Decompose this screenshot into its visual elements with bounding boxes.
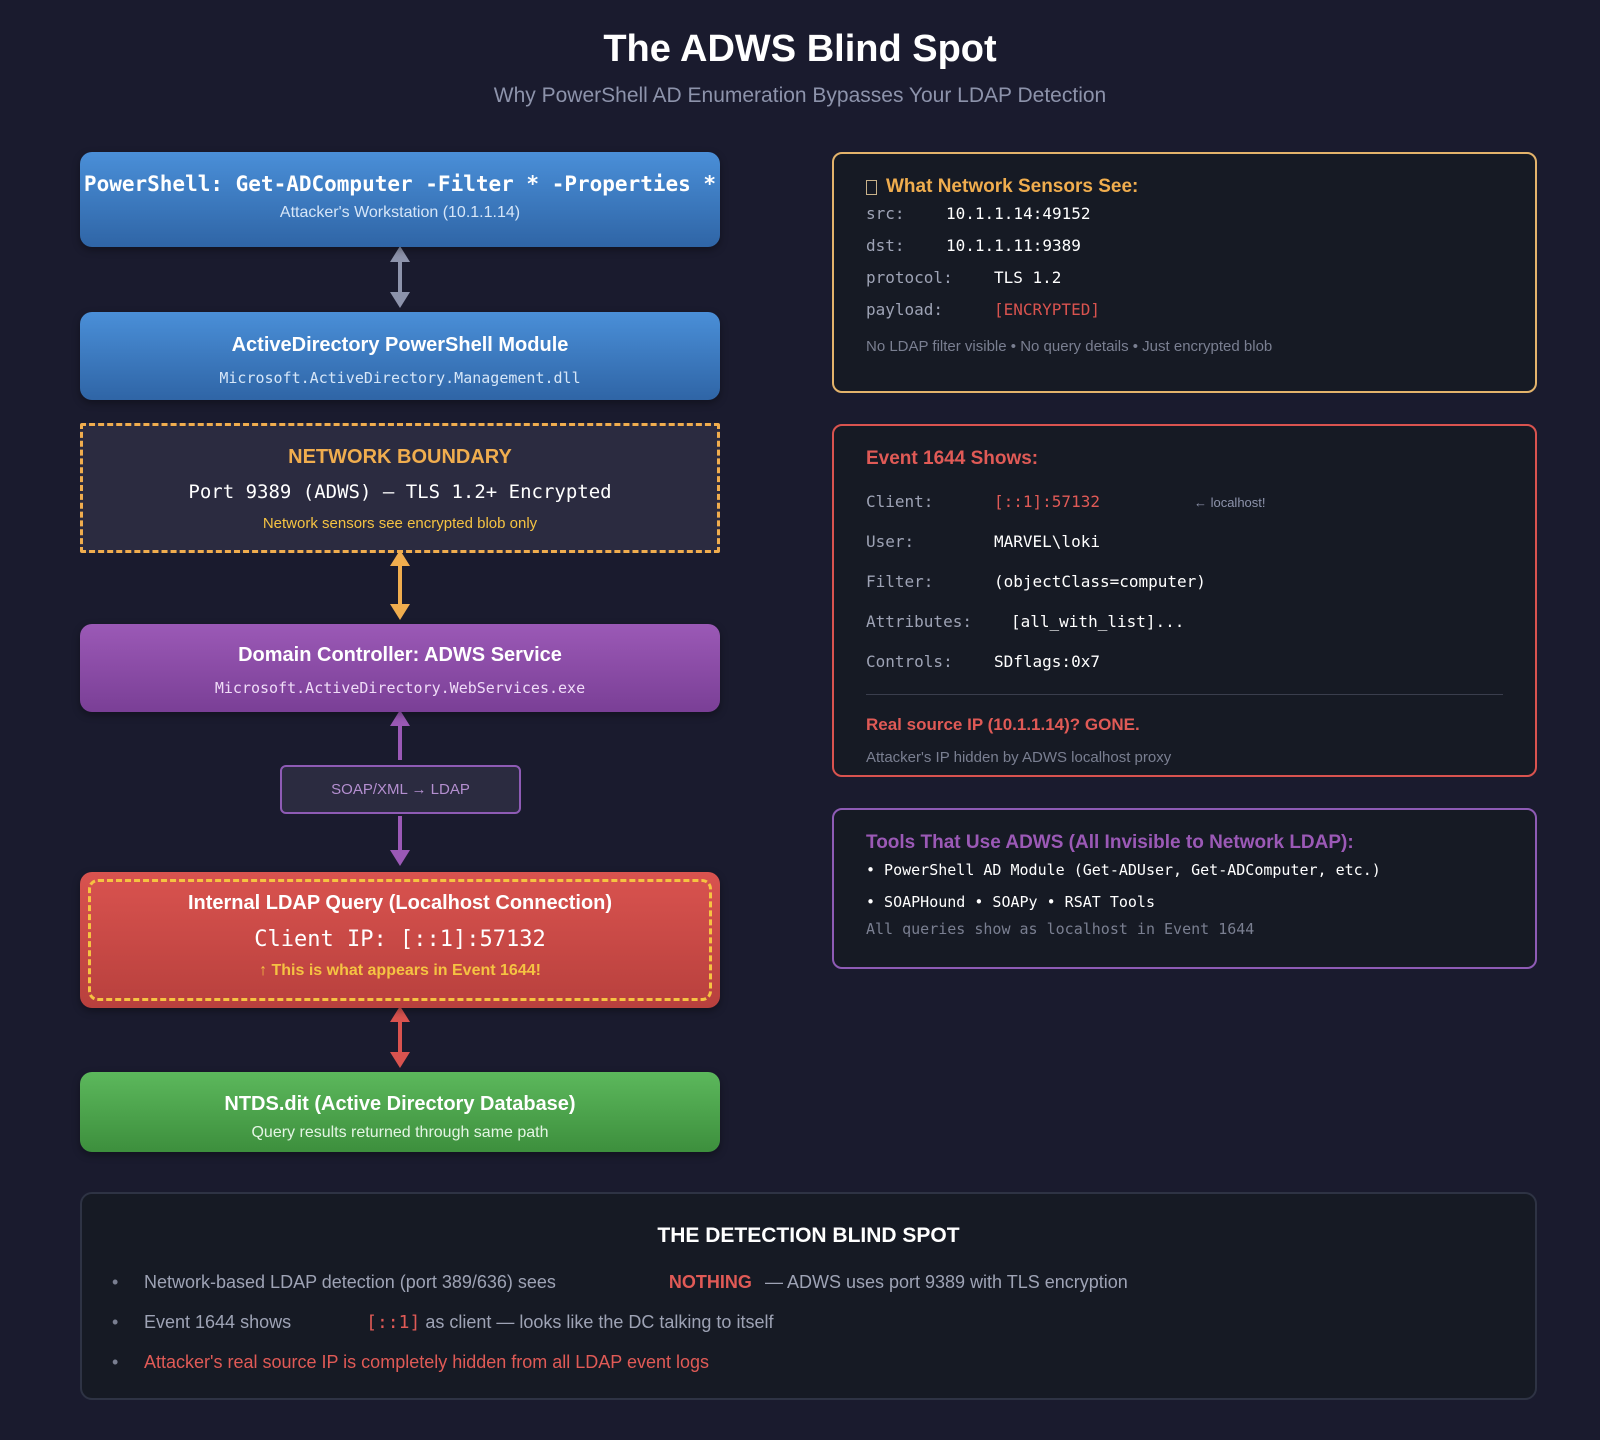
localhost-highlight: [::1] xyxy=(366,1312,421,1333)
kv-value: TLS 1.2 xyxy=(994,268,1062,287)
adws-tools-panel: Tools That Use ADWS (All Invisible to Ne… xyxy=(832,808,1537,969)
localhost-hint: ← localhost! xyxy=(1193,495,1266,510)
kv-key: protocol: xyxy=(866,268,953,287)
tools-panel-note: All queries show as localhost in Event 1… xyxy=(866,920,1255,938)
kv-value: 10.1.1.14:49152 xyxy=(946,204,1091,223)
module-title: ActiveDirectory PowerShell Module xyxy=(231,334,569,356)
soap-ldap-translation-box: SOAP/XML → LDAP xyxy=(280,765,521,814)
module-dll: Microsoft.ActiveDirectory.Management.dll xyxy=(219,369,581,387)
domain-controller-box: Domain Controller: ADWS Service Microsof… xyxy=(80,624,720,712)
event-1644-panel: Event 1644 Shows: Client: [::1]:57132 ← … xyxy=(832,424,1537,777)
kv-value-encrypted: [ENCRYPTED] xyxy=(994,300,1100,319)
tools-list-item: • PowerShell AD Module (Get-ADUser, Get-… xyxy=(866,861,1381,879)
kv-key: Controls: xyxy=(866,652,953,671)
missing-glyph-icon xyxy=(866,179,877,195)
detection-blind-spot-panel: THE DETECTION BLIND SPOT • Network-based… xyxy=(80,1192,1537,1400)
kv-key: dst: xyxy=(866,236,905,255)
workstation-label: Attacker's Workstation (10.1.1.14) xyxy=(279,204,521,221)
kv-row: dst: 10.1.1.11:9389 xyxy=(866,230,1503,262)
arrow-dc-translation xyxy=(390,710,410,760)
kv-key: Client: xyxy=(866,492,934,511)
kv-row: Controls: SDflags:0x7 xyxy=(866,642,1503,682)
flow-arrows xyxy=(390,246,410,1068)
blind-spot-title: THE DETECTION BLIND SPOT xyxy=(657,1224,960,1247)
divider xyxy=(866,694,1503,695)
source-ip-gone-warning: Real source IP (10.1.1.14)? GONE. xyxy=(866,715,1140,734)
ntds-title: NTDS.dit (Active Directory Database) xyxy=(224,1093,576,1115)
blind-spot-bullet: • Attacker's real source IP is completel… xyxy=(82,1342,1535,1382)
kv-row: Client: [::1]:57132 ← localhost! xyxy=(866,482,1503,522)
blind-spot-bullet: • Event 1644 shows [::1] as client — loo… xyxy=(82,1302,1535,1342)
kv-key: Attributes: xyxy=(866,612,972,631)
event-panel-title: Event 1644 Shows: xyxy=(866,448,1039,469)
kv-row: User: MARVEL\loki xyxy=(866,522,1503,562)
kv-key: Filter: xyxy=(866,572,934,591)
kv-value: MARVEL\loki xyxy=(994,532,1100,551)
highlight-dashed-border xyxy=(88,879,712,1001)
tools-panel-title: Tools That Use ADWS (All Invisible to Ne… xyxy=(866,832,1354,853)
ntds-note: Query results returned through same path xyxy=(251,1124,549,1141)
boundary-port: Port 9389 (ADWS) — TLS 1.2+ Encrypted xyxy=(188,481,612,503)
kv-key: src: xyxy=(866,204,905,223)
nothing-highlight: NOTHING xyxy=(668,1272,752,1292)
kv-row: payload: [ENCRYPTED] xyxy=(866,294,1503,326)
kv-value: SDflags:0x7 xyxy=(994,652,1100,671)
ntds-box: NTDS.dit (Active Directory Database) Que… xyxy=(80,1072,720,1152)
blind-spot-bullet: • Network-based LDAP detection (port 389… xyxy=(82,1262,1535,1302)
tools-list-item: • SOAPHound • SOAPy • RSAT Tools xyxy=(866,893,1155,911)
bullet-icon: • xyxy=(112,1312,119,1332)
network-boundary-box: NETWORK BOUNDARY Port 9389 (ADWS) — TLS … xyxy=(80,423,720,553)
kv-value: 10.1.1.11:9389 xyxy=(946,236,1081,255)
kv-key: User: xyxy=(866,532,915,551)
bullet-text: as client — looks like the DC talking to… xyxy=(425,1312,774,1332)
kv-row: protocol: TLS 1.2 xyxy=(866,262,1503,294)
arrow-translation-ldap xyxy=(390,816,410,866)
bullet-icon: • xyxy=(112,1352,119,1372)
bullet-text: — ADWS uses port 9389 with TLS encryptio… xyxy=(764,1272,1128,1292)
network-sensors-panel: What Network Sensors See: src: 10.1.1.14… xyxy=(832,152,1537,393)
kv-value: (objectClass=computer) xyxy=(994,572,1206,591)
kv-value-client: [::1]:57132 xyxy=(994,492,1100,511)
page-subtitle: Why PowerShell AD Enumeration Bypasses Y… xyxy=(493,84,1107,107)
network-panel-note: No LDAP filter visible • No query detail… xyxy=(866,338,1273,355)
internal-ldap-box: Internal LDAP Query (Localhost Connectio… xyxy=(80,872,720,1008)
powershell-module-box: ActiveDirectory PowerShell Module Micros… xyxy=(80,312,720,400)
bullet-text: Network-based LDAP detection (port 389/6… xyxy=(144,1272,556,1292)
kv-row: src: 10.1.1.14:49152 xyxy=(866,198,1503,230)
ldap-client-ip: Client IP: [::1]:57132 xyxy=(254,927,546,952)
boundary-note: Network sensors see encrypted blob only xyxy=(262,515,538,532)
workstation-box: PowerShell: Get-ADComputer -Filter * -Pr… xyxy=(80,152,720,247)
event-panel-note: Attacker's IP hidden by ADWS localhost p… xyxy=(866,749,1172,766)
arrow-ldap-ntds xyxy=(390,1006,410,1068)
bullet-text-warning: Attacker's real source IP is completely … xyxy=(144,1352,710,1372)
page-title: The ADWS Blind Spot xyxy=(603,28,997,70)
boundary-title: NETWORK BOUNDARY xyxy=(288,446,512,468)
bullet-text: Event 1644 shows xyxy=(144,1312,292,1332)
kv-key: payload: xyxy=(866,300,944,319)
bullet-icon: • xyxy=(112,1272,119,1292)
kv-row: Filter: (objectClass=computer) xyxy=(866,562,1503,602)
workstation-command: PowerShell: Get-ADComputer -Filter * -Pr… xyxy=(83,172,717,196)
ldap-title: Internal LDAP Query (Localhost Connectio… xyxy=(187,892,613,914)
network-panel-title: What Network Sensors See: xyxy=(886,176,1139,197)
network-panel-heading: What Network Sensors See: xyxy=(866,176,1503,198)
kv-value: [all_with_list]... xyxy=(1011,612,1185,631)
dc-exe: Microsoft.ActiveDirectory.WebServices.ex… xyxy=(214,679,586,697)
arrow-workstation-module xyxy=(390,246,410,308)
arrow-boundary-dc xyxy=(390,550,410,620)
ldap-event-note: ↑ This is what appears in Event 1644! xyxy=(259,962,541,979)
dc-title: Domain Controller: ADWS Service xyxy=(238,644,562,666)
kv-row: Attributes: [all_with_list]... xyxy=(866,602,1503,642)
